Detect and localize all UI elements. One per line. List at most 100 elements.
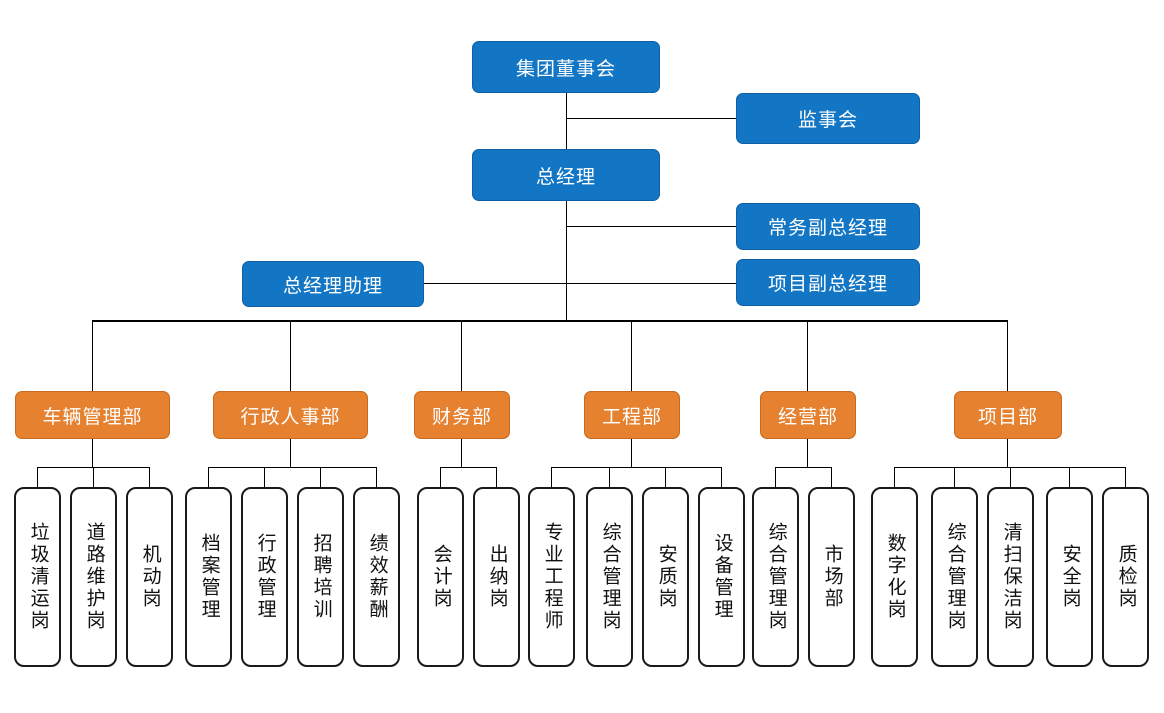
node-group-board[interactable]: 集团董事会 bbox=[472, 41, 660, 93]
node-label: 市场部 bbox=[821, 544, 843, 610]
node-position-digitalization[interactable]: 数字化岗 bbox=[871, 487, 918, 667]
connector-gm-to-exec-vice-gm bbox=[566, 226, 736, 227]
node-position-engineering-general-management[interactable]: 综合管理岗 bbox=[586, 487, 633, 667]
connector-dept6-bar bbox=[894, 467, 1125, 468]
connector-dept4-bar bbox=[551, 467, 721, 468]
connector-dept2-drop bbox=[290, 439, 291, 467]
connector-dept4-child-1 bbox=[551, 467, 552, 487]
node-position-marketing[interactable]: 市场部 bbox=[808, 487, 855, 667]
node-position-administration-management[interactable]: 行政管理 bbox=[241, 487, 288, 667]
node-label: 道路维护岗 bbox=[83, 522, 105, 632]
node-label: 监事会 bbox=[797, 110, 858, 131]
connector-gm-spine-to-supervisor bbox=[566, 118, 736, 119]
connector-dept1-child-3 bbox=[149, 467, 150, 487]
connector-dept1-child-1 bbox=[37, 467, 38, 487]
node-label: 财务部 bbox=[431, 406, 492, 428]
connector-dept6-child-2 bbox=[954, 467, 955, 487]
connector-dept6-child-3 bbox=[1010, 467, 1011, 487]
node-position-safety-quality[interactable]: 安质岗 bbox=[642, 487, 689, 667]
connector-trunk-to-dept-5 bbox=[807, 320, 808, 391]
connector-dept3-child-2 bbox=[496, 467, 497, 487]
node-label: 安质岗 bbox=[655, 544, 677, 610]
node-position-performance-compensation[interactable]: 绩效薪酬 bbox=[353, 487, 400, 667]
connector-trunk-to-dept-4 bbox=[631, 320, 632, 391]
node-position-cashier[interactable]: 出纳岗 bbox=[473, 487, 520, 667]
node-label: 综合管理岗 bbox=[765, 522, 787, 632]
node-department-engineering[interactable]: 工程部 bbox=[584, 391, 680, 439]
connector-trunk-to-dept-1 bbox=[92, 320, 93, 391]
node-general-manager-assistant[interactable]: 总经理助理 bbox=[242, 261, 424, 307]
node-label: 档案管理 bbox=[198, 533, 220, 621]
node-label: 综合管理岗 bbox=[599, 522, 621, 632]
connector-dept2-bar bbox=[208, 467, 377, 468]
node-label: 垃圾清运岗 bbox=[27, 522, 49, 632]
node-label: 出纳岗 bbox=[486, 544, 508, 610]
node-position-archive-management[interactable]: 档案管理 bbox=[185, 487, 232, 667]
node-label: 总经理 bbox=[535, 166, 596, 188]
connector-dept6-drop bbox=[1007, 439, 1008, 467]
node-position-professional-engineer[interactable]: 专业工程师 bbox=[528, 487, 575, 667]
node-executive-vice-general-manager[interactable]: 常务副总经理 bbox=[736, 203, 920, 250]
connector-dept3-child-1 bbox=[440, 467, 441, 487]
node-label: 质检岗 bbox=[1115, 544, 1137, 610]
connector-dept6-child-5 bbox=[1125, 467, 1126, 487]
node-position-operations-general-management[interactable]: 综合管理岗 bbox=[752, 487, 799, 667]
connector-gm-assistant-to-spine bbox=[424, 283, 566, 284]
node-label: 会计岗 bbox=[430, 544, 452, 610]
connector-dept2-child-2 bbox=[264, 467, 265, 487]
node-label: 总经理助理 bbox=[282, 275, 383, 297]
node-position-recruitment-training[interactable]: 招聘培训 bbox=[297, 487, 344, 667]
node-department-finance[interactable]: 财务部 bbox=[414, 391, 510, 439]
node-position-project-general-management[interactable]: 综合管理岗 bbox=[931, 487, 978, 667]
node-label: 绩效薪酬 bbox=[366, 533, 388, 621]
node-label: 行政管理 bbox=[254, 533, 276, 621]
node-label: 数字化岗 bbox=[884, 533, 906, 621]
node-project-vice-general-manager[interactable]: 项目副总经理 bbox=[736, 259, 920, 306]
node-department-administration-hr[interactable]: 行政人事部 bbox=[213, 391, 368, 439]
node-position-road-maintenance[interactable]: 道路维护岗 bbox=[70, 487, 117, 667]
connector-board-to-gm bbox=[566, 93, 567, 149]
connector-gm-to-trunk bbox=[566, 201, 567, 321]
connector-trunk-to-dept-2 bbox=[290, 320, 291, 391]
connector-dept5-child-1 bbox=[775, 467, 776, 487]
node-label: 车辆管理部 bbox=[42, 406, 143, 428]
node-label: 机动岗 bbox=[139, 544, 161, 610]
node-label: 清扫保洁岗 bbox=[1000, 522, 1022, 632]
node-position-accounting[interactable]: 会计岗 bbox=[417, 487, 464, 667]
node-label: 综合管理岗 bbox=[944, 522, 966, 632]
connector-dept2-child-3 bbox=[320, 467, 321, 487]
node-position-quality-inspection[interactable]: 质检岗 bbox=[1102, 487, 1149, 667]
connector-dept5-drop bbox=[807, 439, 808, 467]
connector-dept6-child-4 bbox=[1069, 467, 1070, 487]
node-position-motor-vehicle[interactable]: 机动岗 bbox=[126, 487, 173, 667]
connector-dept4-child-3 bbox=[665, 467, 666, 487]
connector-dept5-child-2 bbox=[831, 467, 832, 487]
node-general-manager[interactable]: 总经理 bbox=[472, 149, 660, 201]
connector-dept1-drop bbox=[92, 439, 93, 467]
connector-dept3-drop bbox=[461, 439, 462, 467]
connector-dept4-child-2 bbox=[609, 467, 610, 487]
node-label: 项目部 bbox=[977, 406, 1038, 428]
node-supervisory-board[interactable]: 监事会 bbox=[736, 93, 920, 144]
node-position-equipment-management[interactable]: 设备管理 bbox=[698, 487, 745, 667]
department-trunk-bar bbox=[92, 320, 1008, 322]
node-label: 常务副总经理 bbox=[767, 218, 888, 239]
connector-dept1-child-2 bbox=[93, 467, 94, 487]
node-position-cleaning-sanitation[interactable]: 清扫保洁岗 bbox=[987, 487, 1034, 667]
connector-dept2-child-4 bbox=[376, 467, 377, 487]
node-label: 工程部 bbox=[601, 406, 662, 428]
node-department-operations[interactable]: 经营部 bbox=[760, 391, 856, 439]
node-label: 经营部 bbox=[777, 406, 838, 428]
node-position-safety[interactable]: 安全岗 bbox=[1046, 487, 1093, 667]
connector-dept4-child-4 bbox=[721, 467, 722, 487]
node-position-waste-collection[interactable]: 垃圾清运岗 bbox=[14, 487, 61, 667]
connector-trunk-to-dept-3 bbox=[461, 320, 462, 391]
node-label: 集团董事会 bbox=[515, 58, 616, 80]
connector-gm-to-project-vice-gm bbox=[566, 283, 736, 284]
connector-dept4-drop bbox=[631, 439, 632, 467]
node-label: 项目副总经理 bbox=[767, 274, 888, 295]
node-department-vehicle-management[interactable]: 车辆管理部 bbox=[15, 391, 170, 439]
connector-dept6-child-1 bbox=[894, 467, 895, 487]
node-department-project[interactable]: 项目部 bbox=[954, 391, 1062, 439]
